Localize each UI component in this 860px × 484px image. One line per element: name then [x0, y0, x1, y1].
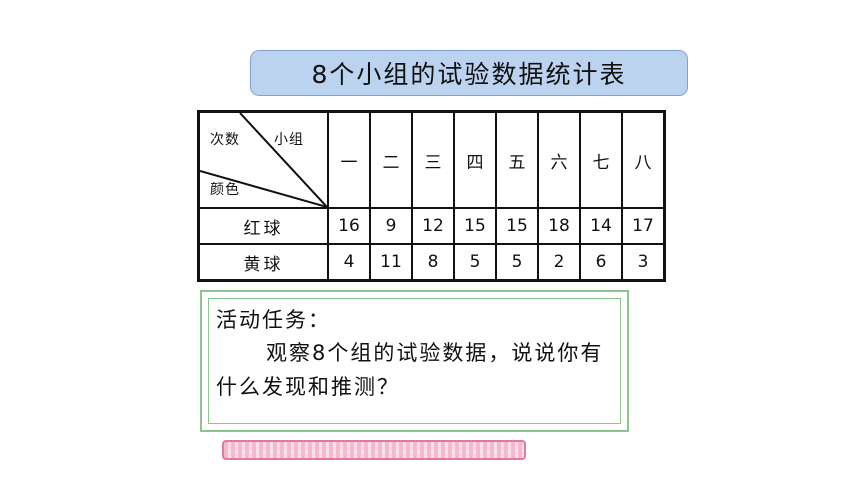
table-cell: 18 — [537, 207, 581, 245]
table-cell: 11 — [369, 243, 413, 282]
group-header: 二 — [369, 110, 413, 209]
table-cell: 16 — [327, 207, 371, 245]
corner-cell: 次数 小组 颜色 — [197, 110, 329, 209]
group-header: 四 — [453, 110, 497, 209]
table-cell: 5 — [453, 243, 497, 282]
table-cell: 5 — [495, 243, 539, 282]
table-cell: 12 — [411, 207, 455, 245]
corner-label-group: 小组 — [274, 132, 304, 148]
table-cell: 8 — [411, 243, 455, 282]
group-header: 八 — [621, 110, 666, 209]
group-header: 五 — [495, 110, 539, 209]
table-cell: 14 — [579, 207, 623, 245]
table-cell: 6 — [579, 243, 623, 282]
table-row-red: 红球 16 9 12 15 15 18 14 17 — [197, 207, 666, 245]
task-box: 活动任务： 观察8个组的试验数据，说说你有什么发现和推测？ — [200, 290, 629, 432]
table-row-yellow: 黄球 4 11 8 5 5 2 6 3 — [197, 243, 666, 282]
group-header: 一 — [327, 110, 371, 209]
task-heading: 活动任务： — [216, 308, 331, 332]
table-cell: 9 — [369, 207, 413, 245]
corner-label-color: 颜色 — [210, 182, 240, 198]
row-label: 红球 — [197, 207, 329, 245]
table-cell: 4 — [327, 243, 371, 282]
task-body: 观察8个组的试验数据，说说你有什么发现和推测？ — [216, 341, 604, 399]
table-title: 8个小组的试验数据统计表 — [250, 50, 688, 96]
group-header: 三 — [411, 110, 455, 209]
task-box-inner-border — [208, 298, 621, 424]
table-cell: 15 — [453, 207, 497, 245]
table-cell: 3 — [621, 243, 666, 282]
group-header: 七 — [579, 110, 623, 209]
table-cell: 17 — [621, 207, 666, 245]
table-cell: 15 — [495, 207, 539, 245]
corner-diagonal-lines — [200, 113, 327, 207]
header-row: 次数 小组 颜色 一 二 三 四 五 六 七 八 — [197, 110, 666, 209]
corner-label-count: 次数 — [210, 132, 240, 148]
stats-table: 次数 小组 颜色 一 二 三 四 五 六 七 八 红球 16 9 12 15 1… — [197, 110, 666, 282]
table-cell: 2 — [537, 243, 581, 282]
decorative-striped-bar — [222, 440, 526, 460]
row-label: 黄球 — [197, 243, 329, 282]
group-header: 六 — [537, 110, 581, 209]
